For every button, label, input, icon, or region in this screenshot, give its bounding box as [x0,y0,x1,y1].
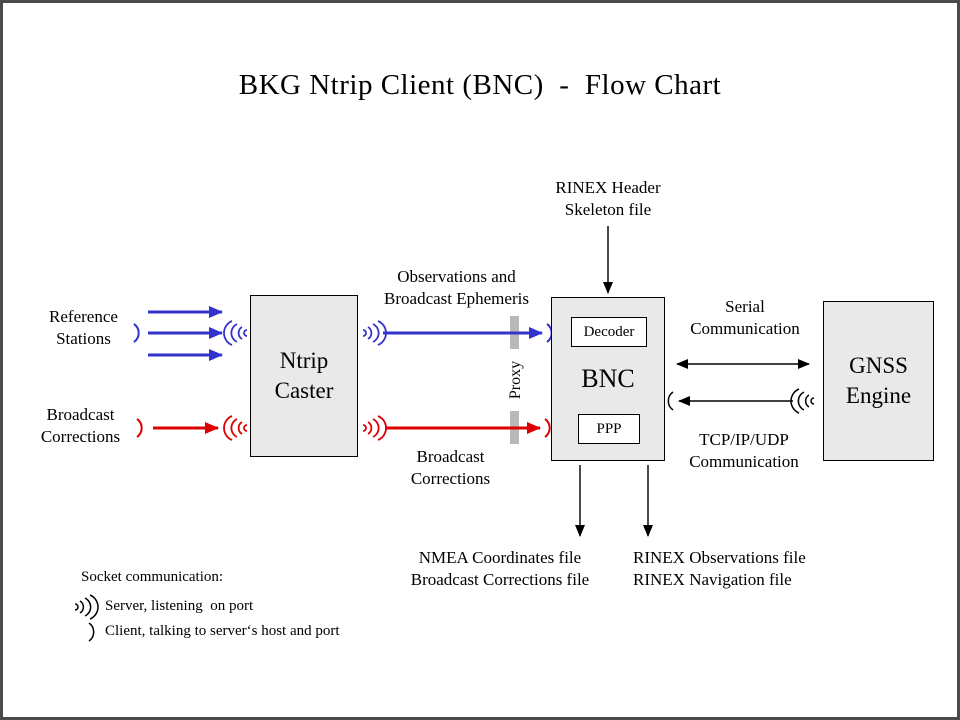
legend-title: Socket communication: [81,569,224,585]
page-title: BKG Ntrip Client (BNC) - Flow Chart [238,69,722,101]
server-socket-icon [362,415,387,441]
ppp-subnode: PPP [578,414,640,444]
client-socket-icon [544,418,551,438]
decoder-subnode: Decoder [571,317,647,347]
server-socket-icon [362,320,387,346]
server-socket-icon [223,320,248,346]
gnss-engine-node: GNSS Engine [823,301,934,461]
rinex-header-label: RINEX Header Skeleton file [555,178,661,219]
proxy-bar-top [510,316,519,349]
legend-client-label: Client, talking to server‘s host and por… [105,623,340,639]
proxy-label: Proxy [507,360,524,400]
observations-stream-label: Observations and Broadcast Ephemeris [384,267,529,308]
legend-server-label: Server, listening on port [105,598,254,614]
nmea-output-label: NMEA Coordinates file Broadcast Correcti… [410,548,590,589]
client-socket-icon [88,622,95,642]
bnc-node-label: BNC [581,364,635,393]
proxy-bar-bottom [510,411,519,444]
tcp-comm-label: TCP/IP/UDP Communication [689,430,799,471]
reference-stations-arrows [148,306,223,361]
reference-stations-label: Reference Stations [49,307,118,348]
ntrip-caster-node: Ntrip Caster [250,295,358,457]
serial-comm-label: Serial Communication [690,297,800,338]
bnc-node: Decoder BNC PPP [551,297,665,461]
corrections-stream-label: Broadcast Corrections [410,447,491,488]
server-socket-icon [74,594,99,620]
broadcast-corrections-input-label: Broadcast Corrections [40,405,121,446]
server-socket-icon [790,388,815,414]
rinex-output-label: RINEX Observations file RINEX Navigation… [633,548,806,589]
server-socket-icon [223,415,248,441]
client-socket-icon [667,391,674,411]
